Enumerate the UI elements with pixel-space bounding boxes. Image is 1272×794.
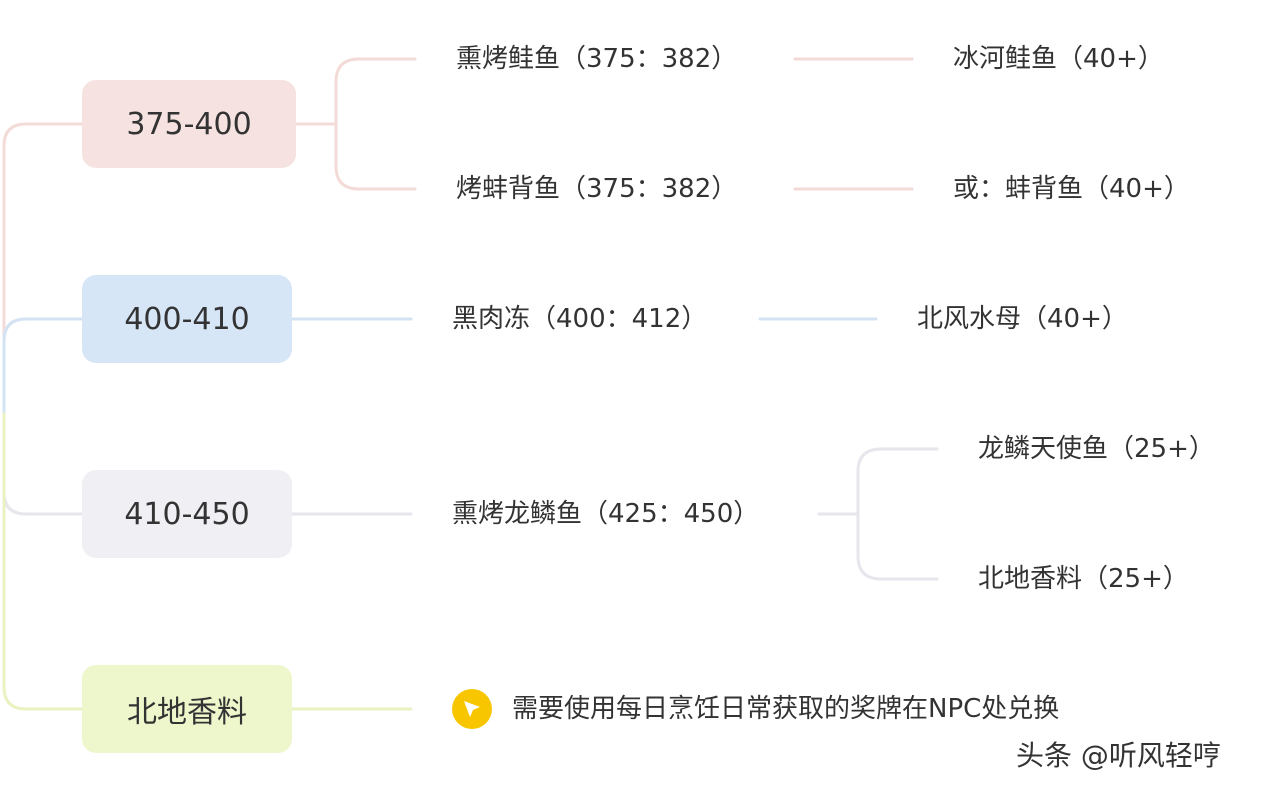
range-node-label: 北地香料	[127, 695, 247, 730]
range-node-375-400: 375-400	[82, 80, 296, 168]
range-node-label: 375-400	[126, 106, 252, 142]
material-dragonfin-angelfish: 龙鳞天使鱼（25+）	[978, 434, 1215, 464]
trunk-line-pink	[2, 122, 84, 416]
recipe-smoked-salmon: 熏烤鲑鱼（375：382）	[456, 44, 738, 74]
recipe-smoked-dragonfin: 熏烤龙鳞鱼（425：450）	[452, 499, 760, 529]
watermark: 头条 @听风轻哼	[1016, 739, 1221, 772]
recipe-grilled-mussel-fish: 烤蚌背鱼（375：382）	[456, 174, 738, 204]
note-text: 需要使用每日烹饪日常获取的奖牌在NPC处兑换	[512, 694, 1060, 724]
edge-item4-fork	[817, 447, 939, 581]
edge-range1-fork	[294, 57, 417, 191]
range-node-northern-spice: 北地香料	[82, 665, 292, 753]
recipe-black-jelly: 黑肉冻（400：412）	[452, 304, 708, 334]
flag-icon-glyph	[464, 701, 480, 717]
range-node-label: 400-410	[124, 301, 250, 337]
material-borean-jellyfish: 北风水母（40+）	[917, 304, 1128, 334]
range-node-label: 410-450	[124, 496, 250, 532]
flag-icon	[452, 689, 492, 729]
material-mussel-fish: 或：蚌背鱼（40+）	[953, 174, 1190, 204]
material-northern-spice: 北地香料（25+）	[978, 564, 1189, 594]
range-node-400-410: 400-410	[82, 275, 292, 363]
trunk-line-green	[2, 412, 84, 711]
trunk-line-gray	[2, 412, 84, 516]
trunk-line-blue	[2, 317, 84, 416]
material-glacier-salmon: 冰河鲑鱼（40+）	[953, 44, 1164, 74]
range-node-410-450: 410-450	[82, 470, 292, 558]
